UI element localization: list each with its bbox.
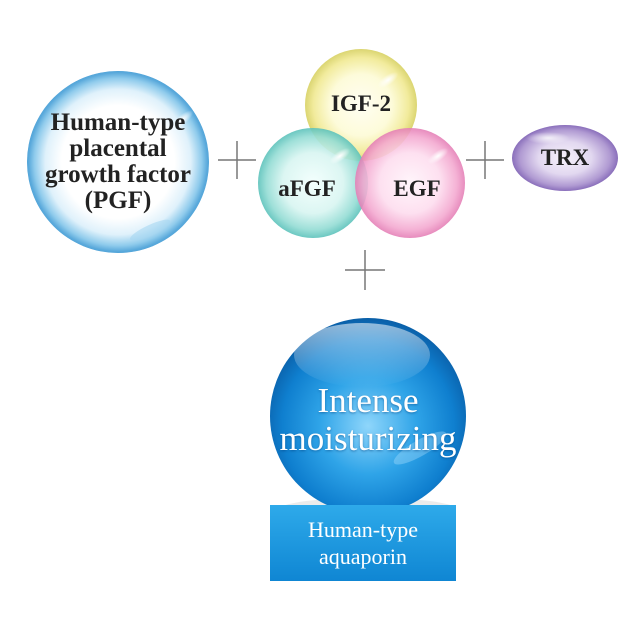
pgf-bubble <box>27 71 209 253</box>
pgf-label-line: growth factor <box>44 161 192 188</box>
moisturizing-label: Intense moisturizing <box>270 382 466 458</box>
egf-bubble <box>355 128 465 238</box>
plus-icon <box>218 141 256 179</box>
aquaporin-box <box>270 505 456 581</box>
egf-label: EGF <box>393 176 441 201</box>
moisturizing-sphere <box>270 318 466 518</box>
aquaporin-label: Human-type aquaporin <box>270 516 456 570</box>
pgf-label-line: (PGF) <box>84 187 152 214</box>
aquaporin-label-line: Human-type <box>308 517 418 542</box>
plus-icon <box>466 141 504 179</box>
afgf-bubble <box>258 128 368 238</box>
aquaporin-label-line: aquaporin <box>319 544 407 569</box>
trx-label: TRX <box>540 145 590 170</box>
afgf-label: aFGF <box>278 176 336 201</box>
pgf-label: Human-type placental growth factor (PGF) <box>28 110 208 214</box>
trx-bubble <box>512 125 618 191</box>
igf2-label: IGF-2 <box>330 91 392 116</box>
pgf-label-line: Human-type <box>50 109 186 136</box>
pgf-label-line: placental <box>69 135 167 162</box>
plus-icon <box>345 250 385 290</box>
moisturizing-label-line: Intense <box>317 381 419 420</box>
moisturizing-label-line: moisturizing <box>279 419 457 458</box>
